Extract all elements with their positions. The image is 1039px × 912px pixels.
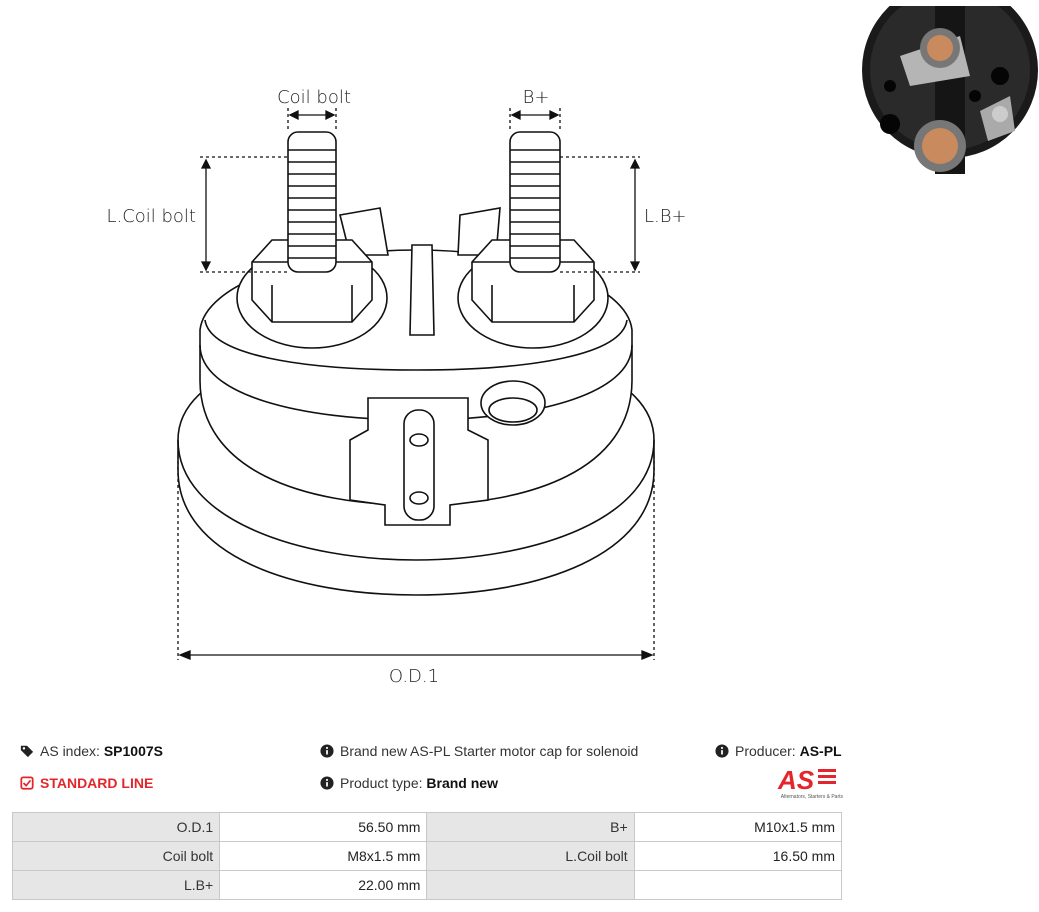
as-index: AS index: SP1007S [20, 743, 163, 759]
od1-label: O.D.1 [389, 666, 439, 687]
info-icon [320, 744, 334, 758]
info-icon [320, 776, 334, 790]
spec-key: O.D.1 [11, 812, 221, 842]
producer: Producer: AS-PL [715, 743, 842, 759]
logo-tagline: Alternators, Starters & Parts [781, 794, 844, 800]
product-type: Product type: Brand new [320, 775, 498, 791]
spec-key: L.B+ [11, 870, 221, 900]
spec-value: 22.00 mm [219, 870, 428, 900]
spec-key: B+ [426, 812, 635, 842]
logo-text: AS [777, 765, 815, 795]
b-plus-label: B+ [523, 87, 550, 108]
product-type-value: Brand new [426, 775, 498, 791]
producer-label: Producer: [735, 743, 796, 759]
spec-key: Coil bolt [11, 841, 221, 871]
specs-table: O.D.1 56.50 mm B+ M10x1.5 mm Coil bolt M… [11, 812, 843, 900]
product-photo[interactable] [860, 6, 1039, 174]
product-description: Brand new AS-PL Starter motor cap for so… [320, 743, 638, 759]
l-coil-bolt-label: L.Coil bolt [106, 206, 196, 227]
spec-value: M8x1.5 mm [219, 841, 428, 871]
product-type-label: Product type: [340, 775, 423, 791]
table-row: O.D.1 56.50 mm B+ M10x1.5 mm [11, 812, 843, 842]
table-row: L.B+ 22.00 mm [11, 870, 843, 900]
info-icon [715, 744, 729, 758]
standard-line-label: STANDARD LINE [40, 775, 154, 791]
l-b-plus-label: L.B+ [644, 206, 687, 227]
spec-value: 56.50 mm [219, 812, 428, 842]
spec-key [426, 870, 635, 900]
as-index-label: AS index: [40, 743, 100, 759]
spec-value: M10x1.5 mm [633, 812, 843, 842]
spec-value: 16.50 mm [633, 841, 843, 871]
description-text: Brand new AS-PL Starter motor cap for so… [340, 743, 639, 759]
as-pl-logo: AS Alternators, Starters & Parts [777, 765, 844, 800]
tags-icon [20, 745, 34, 758]
coil-bolt-label: Coil bolt [277, 87, 351, 108]
check-square-icon [20, 776, 34, 790]
producer-value: AS-PL [799, 743, 842, 759]
as-index-value: SP1007S [103, 743, 163, 759]
standard-line-badge: STANDARD LINE [20, 775, 153, 791]
technical-drawing: Coil bolt B+ L.Coil bolt L.B+ O.D.1 [106, 87, 687, 687]
spec-key: L.Coil bolt [426, 841, 635, 871]
table-row: Coil bolt M8x1.5 mm L.Coil bolt 16.50 mm [11, 841, 843, 871]
spec-value [633, 870, 843, 900]
